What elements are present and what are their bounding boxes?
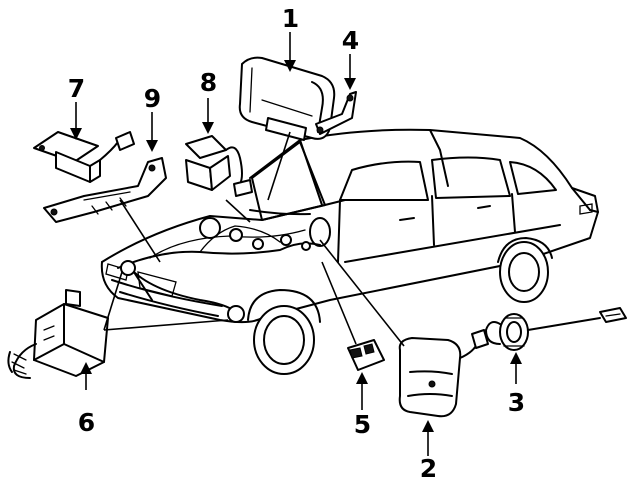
callout-3: 3 (507, 388, 525, 417)
callout-1: 1 (281, 4, 299, 33)
part-2-driver-airbag (398, 329, 489, 418)
callout-2: 2 (419, 454, 437, 483)
callout-4: 4 (341, 26, 359, 55)
callout-8: 8 (199, 68, 217, 97)
part-8-sensor (185, 135, 253, 197)
callout-5: 5 (353, 410, 371, 439)
part-6-diagnostic-module (7, 289, 109, 379)
part-4-bracket (315, 91, 357, 135)
leader-lines (70, 32, 522, 456)
callout-6: 6 (77, 408, 95, 437)
part-9-bracket (43, 157, 167, 223)
car-illustration (100, 128, 599, 375)
callout-9: 9 (143, 84, 161, 113)
part-3-clockspring (485, 307, 627, 351)
callout-7: 7 (67, 74, 85, 103)
part-5-module (347, 339, 385, 371)
part-7-sensor (33, 131, 135, 183)
